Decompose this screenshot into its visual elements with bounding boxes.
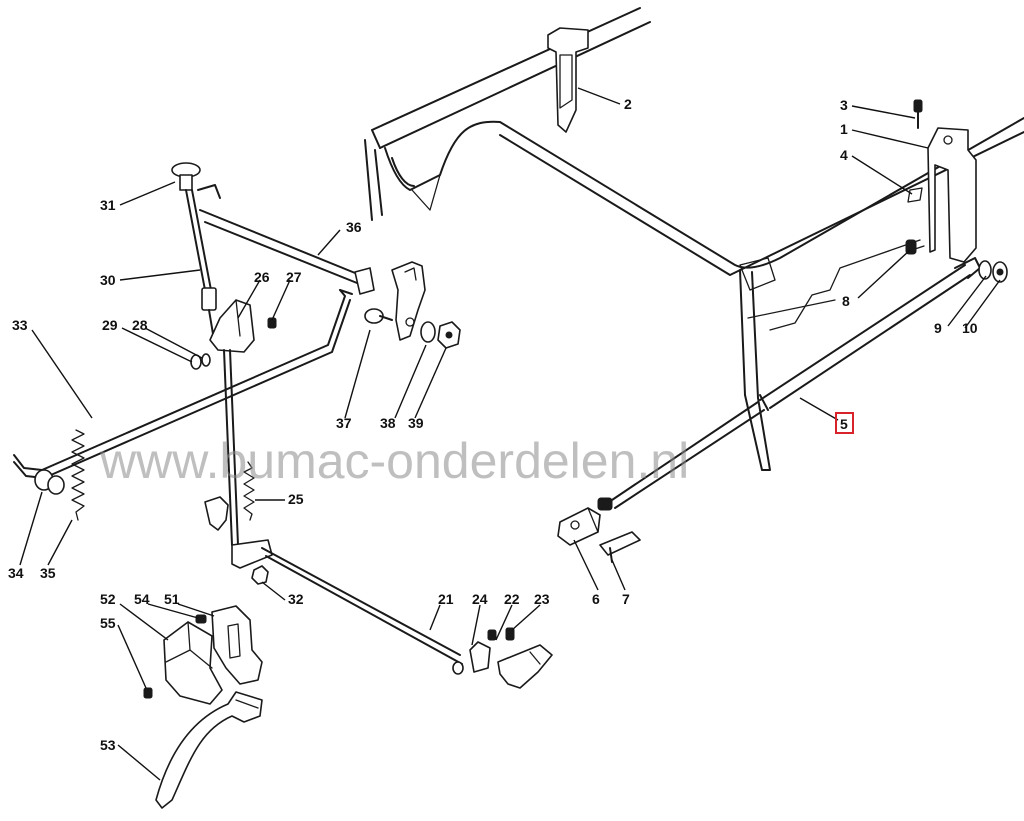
callout-6: 6 bbox=[592, 591, 600, 607]
part-39-nut bbox=[437, 321, 461, 349]
part-21-cross-shaft bbox=[204, 496, 553, 689]
callout-7: 7 bbox=[622, 591, 630, 607]
part-36-rod bbox=[197, 184, 426, 341]
callout-31: 31 bbox=[100, 197, 116, 213]
part-51-plate bbox=[211, 605, 263, 685]
callout-34: 34 bbox=[8, 565, 24, 581]
parts-9-10-washers bbox=[978, 260, 1008, 283]
part-54-bolt bbox=[195, 614, 207, 624]
callout-2: 2 bbox=[624, 96, 632, 112]
callout-39: 39 bbox=[408, 415, 424, 431]
callout-28: 28 bbox=[132, 317, 148, 333]
part-30-rod bbox=[185, 189, 217, 341]
callout-27: 27 bbox=[286, 269, 302, 285]
callout-33: 33 bbox=[12, 317, 28, 333]
part-37-bolt bbox=[364, 308, 393, 324]
part-52-pedal-block bbox=[163, 621, 223, 705]
callout-9: 9 bbox=[934, 320, 942, 336]
watermark-text: www.bumac-onderdelen.nl bbox=[99, 433, 689, 489]
callout-3: 3 bbox=[840, 97, 848, 113]
part-32-nut bbox=[251, 565, 269, 585]
part-7-pin bbox=[599, 531, 641, 563]
callout-labels: 2 3 1 4 8 9 10 5 6 7 31 30 36 26 27 29 2… bbox=[8, 96, 978, 753]
callout-37: 37 bbox=[336, 415, 352, 431]
callout-51: 51 bbox=[164, 591, 180, 607]
callout-55: 55 bbox=[100, 615, 116, 631]
part-24-nut bbox=[452, 661, 464, 675]
callout-52: 52 bbox=[100, 591, 116, 607]
callout-21: 21 bbox=[438, 591, 454, 607]
callout-26: 26 bbox=[254, 269, 270, 285]
part-35-spring bbox=[71, 429, 85, 521]
callout-38: 38 bbox=[380, 415, 396, 431]
mower-deck-frame bbox=[364, 7, 1024, 471]
callout-8: 8 bbox=[842, 293, 850, 309]
callout-54: 54 bbox=[134, 591, 150, 607]
parts-28-29 bbox=[190, 353, 211, 370]
part-27-bolt bbox=[267, 317, 277, 329]
callout-4: 4 bbox=[840, 147, 848, 163]
callout-53: 53 bbox=[100, 737, 116, 753]
part-2-deck-bracket bbox=[547, 27, 589, 133]
callout-36: 36 bbox=[346, 219, 362, 235]
callout-35: 35 bbox=[40, 565, 56, 581]
leader-lines bbox=[19, 87, 1001, 781]
callout-30: 30 bbox=[100, 272, 116, 288]
callout-24: 24 bbox=[472, 591, 488, 607]
callout-32: 32 bbox=[288, 591, 304, 607]
part-53-pedal-arm bbox=[155, 691, 263, 809]
callout-23: 23 bbox=[534, 591, 550, 607]
part-55-screw bbox=[143, 687, 153, 699]
callout-29: 29 bbox=[102, 317, 118, 333]
part-38-washer bbox=[420, 321, 436, 343]
part-6-clevis bbox=[557, 507, 601, 546]
vertical-link-rod bbox=[223, 349, 239, 546]
highlight-box-5 bbox=[835, 412, 854, 434]
callout-25: 25 bbox=[288, 491, 304, 507]
part-31-knob bbox=[171, 162, 201, 191]
part-34-bushing bbox=[34, 469, 65, 495]
callout-5: 5 bbox=[840, 416, 848, 432]
callout-10: 10 bbox=[962, 320, 978, 336]
part-22-23-bolt bbox=[487, 627, 515, 641]
callout-22: 22 bbox=[504, 591, 520, 607]
callout-1: 1 bbox=[840, 121, 848, 137]
part-25-spring bbox=[243, 461, 255, 521]
part-1-bracket bbox=[907, 99, 977, 263]
